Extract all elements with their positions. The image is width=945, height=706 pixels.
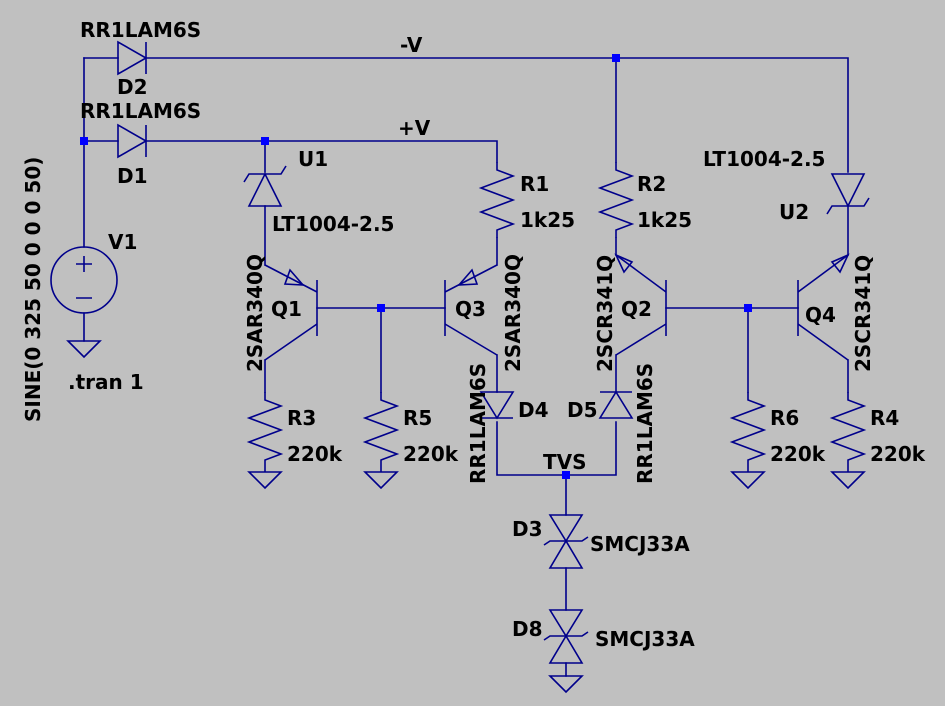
net-label-tvs: TVS: [543, 450, 587, 474]
d8-model-label: SMCJ33A: [595, 627, 695, 651]
junction-dot: [261, 137, 269, 145]
q4-name-label: Q4: [805, 303, 836, 327]
r3-value-label: 220k: [287, 442, 343, 466]
u1-name-label: U1: [298, 147, 328, 171]
transistor-q3-symbol[interactable]: [444, 264, 498, 356]
d2-model-label: RR1LAM6S: [80, 18, 201, 42]
d5-model-label: RR1LAM6S: [633, 363, 657, 484]
v1-value-label: SINE(0 325 50 0 0 0 50): [21, 157, 45, 422]
diode-d4-symbol[interactable]: [479, 391, 515, 420]
r5-value-label: 220k: [403, 442, 459, 466]
wires: [83, 57, 849, 677]
d3-name-label: D3: [512, 517, 543, 541]
q3-model-label: 2SAR340Q: [501, 254, 525, 372]
tvs-diode-d8-symbol[interactable]: [543, 609, 589, 664]
transistor-q2-symbol[interactable]: [614, 253, 667, 356]
r5-name-label: R5: [403, 406, 432, 430]
r1-name-label: R1: [520, 172, 549, 196]
resistor-r4-symbol[interactable]: [829, 392, 867, 490]
resistor-r2-symbol[interactable]: [597, 162, 635, 238]
d1-model-label: RR1LAM6S: [80, 99, 201, 123]
junctions: [80, 54, 752, 479]
r4-value-label: 220k: [870, 442, 926, 466]
d1-name-label: D1: [117, 164, 148, 188]
r2-value-label: 1k25: [637, 208, 692, 232]
r2-name-label: R2: [637, 172, 666, 196]
reference-u2-symbol[interactable]: [826, 173, 870, 215]
resistor-r3-symbol[interactable]: [246, 392, 284, 490]
d3-model-label: SMCJ33A: [590, 532, 690, 556]
diode-d1-symbol[interactable]: [117, 123, 148, 159]
ground-v1-symbol: [66, 340, 102, 359]
junction-dot: [744, 304, 752, 312]
q1-model-label: 2SAR340Q: [243, 254, 267, 372]
resistor-r5-symbol[interactable]: [362, 392, 400, 490]
ground-tvs-symbol: [548, 675, 584, 694]
tvs-diode-d3-symbol[interactable]: [543, 514, 589, 569]
tran-directive-label: .tran 1: [68, 370, 144, 394]
r3-name-label: R3: [287, 406, 316, 430]
diode-d5-symbol[interactable]: [598, 390, 634, 419]
voltage-source-v1[interactable]: [50, 246, 118, 314]
v1-name-label: V1: [108, 230, 137, 254]
net-label-neg: -V: [400, 33, 423, 57]
transistor-q4-symbol[interactable]: [797, 253, 850, 361]
q2-name-label: Q2: [621, 297, 652, 321]
resistor-r6-symbol[interactable]: [729, 392, 767, 490]
u2-name-label: U2: [779, 200, 809, 224]
net-label-pos: +V: [398, 116, 431, 140]
d2-name-label: D2: [117, 75, 148, 99]
u1-model-label: LT1004-2.5: [272, 212, 394, 236]
diode-d2-symbol[interactable]: [117, 40, 148, 76]
r1-value-label: 1k25: [520, 208, 575, 232]
q4-model-label: 2SCR341Q: [851, 255, 875, 372]
labels: -V +V TVS RR1LAM6S D2 RR1LAM6S D1 V1 .tr…: [21, 18, 926, 651]
transistor-q1-symbol[interactable]: [264, 264, 318, 361]
junction-dot: [377, 304, 385, 312]
wire-tvs-net: [496, 421, 617, 476]
d4-name-label: D4: [518, 398, 549, 422]
reference-u1-symbol[interactable]: [243, 165, 287, 207]
u2-model-label: LT1004-2.5: [703, 147, 825, 171]
d4-model-label: RR1LAM6S: [466, 363, 490, 484]
wire-neg-rail: [83, 57, 849, 173]
q3-name-label: Q3: [455, 297, 486, 321]
q1-name-label: Q1: [271, 297, 302, 321]
junction-dot: [562, 471, 570, 479]
r4-name-label: R4: [870, 406, 899, 430]
junction-dot: [612, 54, 620, 62]
resistor-r1-symbol[interactable]: [478, 162, 516, 238]
d5-name-label: D5: [567, 398, 598, 422]
d8-name-label: D8: [512, 617, 543, 641]
q2-model-label: 2SCR341Q: [593, 255, 617, 372]
r6-name-label: R6: [770, 406, 799, 430]
junction-dot: [80, 137, 88, 145]
r6-value-label: 220k: [770, 442, 826, 466]
